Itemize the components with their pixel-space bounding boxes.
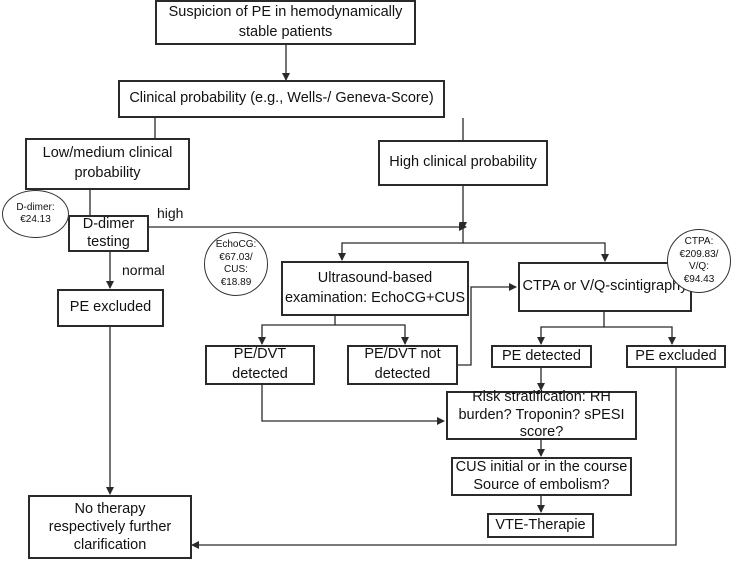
edge-to-ctpa — [463, 242, 609, 262]
edge-ctpa-to-excluded — [604, 326, 676, 345]
edge-ctpa-to-detected — [537, 312, 605, 345]
edge-to-ultrasound — [338, 229, 464, 261]
node-risk-stratification: Risk stratification: RH burden? Troponin… — [446, 389, 637, 440]
edge-excluded-to-no-therapy-right — [191, 368, 677, 549]
node-cus-initial: CUS initial or in the course Source of e… — [451, 457, 632, 496]
edge-ultrasound-to-not-detected — [335, 324, 409, 345]
node-suspicion: Suspicion of PE in hemodynamically stabl… — [155, 0, 416, 45]
node-d-dimer-testing: D-dimer testing — [68, 215, 149, 252]
node-pe-excluded-left: PE excluded — [57, 289, 164, 327]
node-clinical-probability: Clinical probability (e.g., Wells-/ Gene… — [118, 80, 445, 118]
edge-label-high: high — [157, 205, 184, 221]
edge-ultrasound-to-detected — [258, 316, 336, 345]
cost-d-dimer: D-dimer: €24.13 — [2, 190, 69, 238]
node-vte-therapie: VTE-Therapie — [487, 513, 594, 538]
cost-ctpa-vq: CTPA: €209.83/ V/Q: €94.43 — [667, 229, 731, 293]
cost-echo-cus: EchoCG: €67.03/ CUS: €18.89 — [204, 232, 268, 296]
node-high-probability: High clinical probability — [378, 140, 548, 186]
node-pe-detected: PE detected — [491, 345, 592, 368]
node-pe-excluded-right: PE excluded — [626, 345, 726, 368]
edge-label-normal: normal — [122, 262, 165, 278]
node-pe-dvt-detected: PE/DVT detected — [205, 345, 315, 385]
node-ultrasound-examination: Ultrasound-based examination: EchoCG+CUS — [281, 261, 469, 316]
node-no-therapy: No therapy respectively further clarific… — [28, 495, 192, 559]
node-pe-dvt-not-detected: PE/DVT not detected — [347, 345, 458, 385]
node-low-medium-probability: Low/medium clinical probability — [25, 138, 190, 190]
edge-detected-to-risk — [261, 385, 445, 425]
edge-not-detected-to-ctpa — [458, 283, 517, 366]
node-ctpa-vq: CTPA or V/Q-scintigraphy — [518, 262, 692, 312]
